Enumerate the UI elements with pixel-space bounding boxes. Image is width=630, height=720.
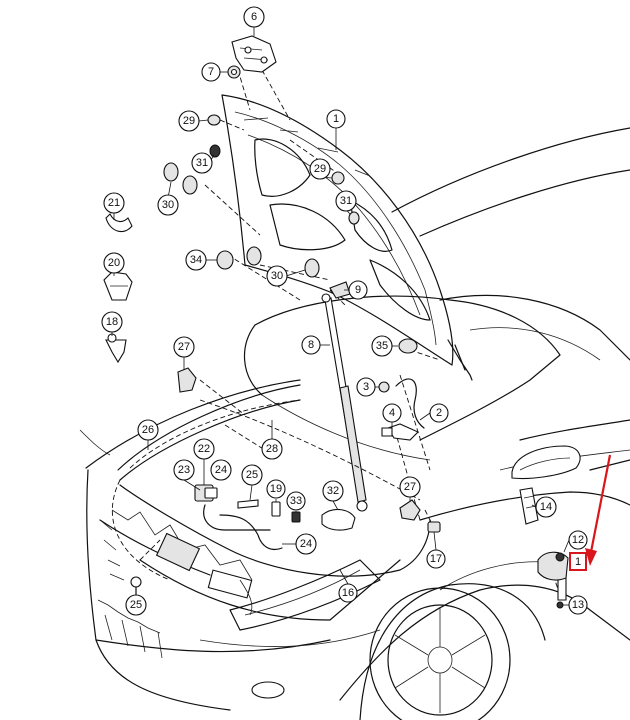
highlight-arrow: [585, 454, 612, 566]
svg-text:24: 24: [215, 464, 227, 476]
gas-strut: [321, 293, 368, 512]
callout-19: 19: [266, 479, 286, 499]
svg-text:35: 35: [376, 340, 388, 352]
small-clips-19-33: [271, 501, 301, 523]
svg-text:6: 6: [251, 11, 257, 23]
highlighted-callout-1: 1: [569, 552, 587, 571]
svg-text:31: 31: [340, 195, 352, 207]
svg-text:25: 25: [130, 599, 142, 611]
hinge-bolt-assembly-12-1: [537, 551, 569, 581]
bonnet-hood-panel: [221, 94, 473, 381]
callout-29-top: 29: [178, 110, 200, 132]
svg-text:27: 27: [404, 481, 416, 493]
svg-text:33: 33: [290, 495, 302, 507]
callout-25-top: 25: [241, 464, 263, 486]
svg-text:14: 14: [540, 501, 552, 513]
callout-29-mid: 29: [309, 158, 331, 180]
callout-31-left: 31: [191, 152, 213, 174]
svg-text:26: 26: [142, 424, 154, 436]
callout-3: 3: [356, 377, 376, 397]
callout-7: 7: [201, 62, 221, 82]
svg-text:24: 24: [300, 538, 312, 550]
lock-mechanism: [194, 484, 218, 502]
svg-text:18: 18: [106, 316, 118, 328]
callout-20: 20: [103, 252, 125, 274]
svg-text:13: 13: [572, 599, 584, 611]
clip-21-20-18: [103, 213, 133, 364]
hinge-bracket: [231, 35, 277, 73]
svg-text:23: 23: [178, 464, 190, 476]
svg-text:25: 25: [246, 469, 258, 481]
svg-text:16: 16: [342, 587, 354, 599]
callout-2: 2: [429, 403, 449, 423]
callout-27-top: 27: [173, 336, 195, 358]
callout-32: 32: [322, 480, 344, 502]
svg-text:31: 31: [196, 157, 208, 169]
callout-12: 12: [568, 530, 588, 550]
callout-23: 23: [173, 459, 195, 481]
svg-text:20: 20: [108, 257, 120, 269]
svg-text:2: 2: [436, 407, 442, 419]
svg-text:29: 29: [183, 115, 195, 127]
svg-text:34: 34: [190, 254, 202, 266]
callout-28: 28: [261, 438, 283, 460]
svg-text:30: 30: [271, 270, 283, 282]
callout-30-right: 30: [266, 265, 288, 287]
callout-13: 13: [568, 595, 588, 615]
callout-4: 4: [382, 403, 402, 423]
svg-text:8: 8: [308, 339, 314, 351]
svg-text:30: 30: [162, 199, 174, 211]
callout-26: 26: [137, 419, 159, 441]
callout-34: 34: [185, 249, 207, 271]
callout-27-bottom: 27: [399, 476, 421, 498]
callout-1-hood: 1: [326, 109, 346, 129]
svg-text:32: 32: [327, 485, 339, 497]
callout-25-bottom: 25: [125, 594, 147, 616]
svg-text:21: 21: [108, 197, 120, 209]
svg-text:4: 4: [389, 407, 395, 419]
svg-text:19: 19: [270, 483, 282, 495]
callout-30-left: 30: [157, 194, 179, 216]
svg-text:1: 1: [575, 556, 581, 568]
callout-14: 14: [535, 496, 557, 518]
callout-33: 33: [286, 491, 306, 511]
svg-text:9: 9: [355, 284, 361, 296]
seal-clip-27: [177, 367, 421, 521]
callout-22: 22: [193, 438, 215, 460]
callout-24-top: 24: [210, 459, 232, 481]
grommet-17: [427, 521, 441, 533]
callout-35: 35: [371, 335, 393, 357]
callout-21: 21: [103, 192, 125, 214]
callout-17: 17: [426, 549, 446, 569]
svg-text:17: 17: [430, 553, 442, 565]
svg-text:7: 7: [208, 66, 214, 78]
bonnet-seal: [111, 399, 421, 581]
bracket-32: [321, 508, 356, 531]
svg-text:27: 27: [178, 341, 190, 353]
callout-24-bottom: 24: [295, 533, 317, 555]
svg-text:28: 28: [266, 443, 278, 455]
svg-text:29: 29: [314, 163, 326, 175]
callout-16: 16: [338, 583, 358, 603]
callout-31-right: 31: [335, 190, 357, 212]
hinge-nut: [227, 65, 241, 79]
callout-8: 8: [301, 335, 321, 355]
svg-text:12: 12: [572, 534, 584, 546]
callout-6: 6: [243, 6, 265, 28]
svg-text:3: 3: [363, 381, 369, 393]
svg-text:1: 1: [333, 113, 339, 125]
washer-nozzle-14: [519, 487, 539, 525]
callout-18: 18: [101, 311, 123, 333]
callout-9: 9: [348, 280, 368, 300]
svg-text:22: 22: [198, 443, 210, 455]
latch-cable-and-lever: [203, 378, 425, 551]
